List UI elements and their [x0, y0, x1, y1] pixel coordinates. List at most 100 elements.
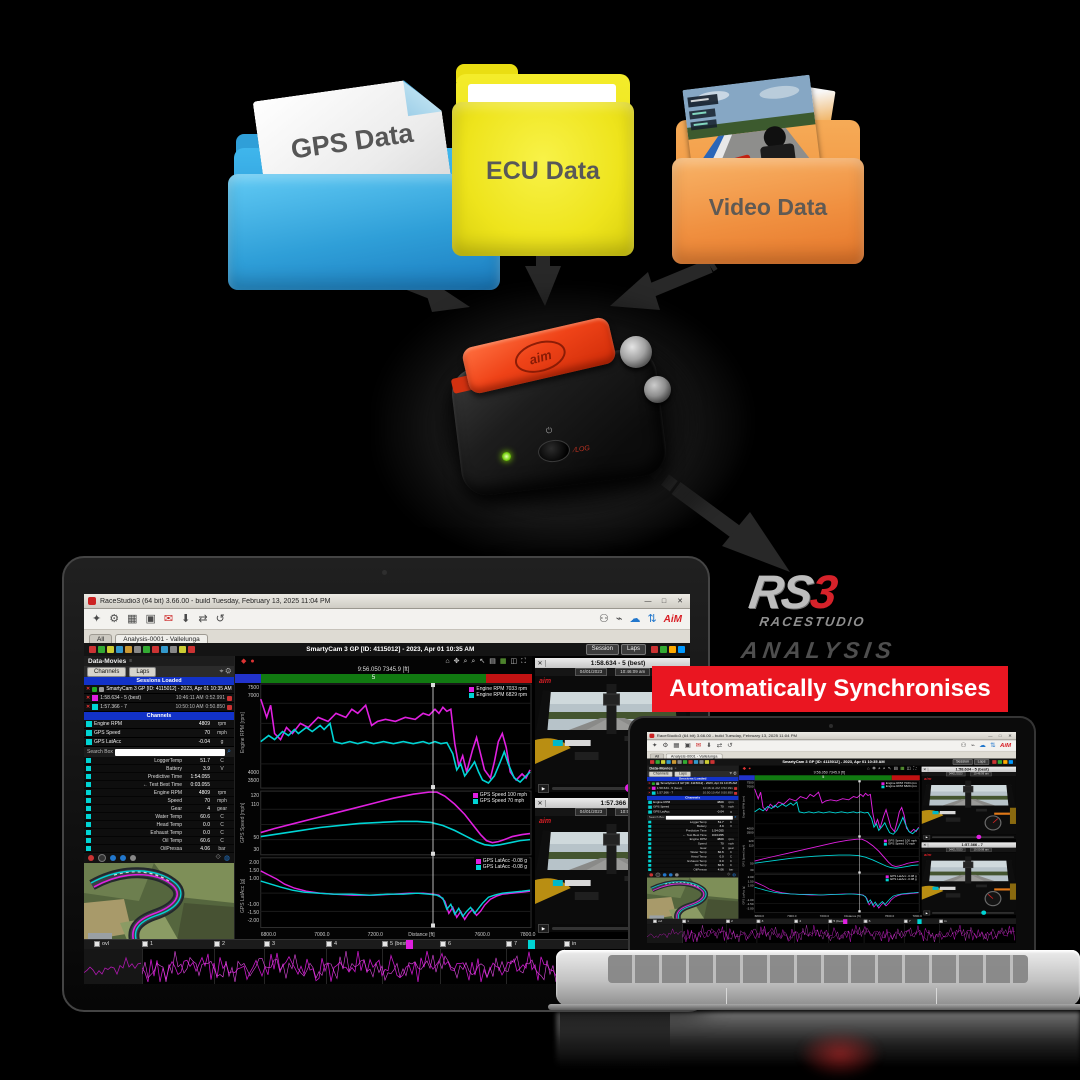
wifi-icon[interactable]: ⌁: [615, 612, 623, 625]
link-icon[interactable]: ⟐: [215, 854, 221, 861]
timeline-checkbox[interactable]: [142, 941, 148, 947]
notification-icon[interactable]: ✉: [163, 612, 174, 625]
timeline-checkbox[interactable]: [682, 919, 686, 923]
video-time-button[interactable]: 10:46:09 am: [970, 772, 992, 777]
close-lap-icon[interactable]: ✕: [86, 695, 91, 701]
laps-tab-button[interactable]: Laps: [129, 666, 157, 677]
user-icon[interactable]: ⚇: [598, 612, 609, 625]
command-icon[interactable]: [666, 760, 671, 764]
close-lap-icon[interactable]: ✕: [648, 786, 651, 790]
split-icon[interactable]: ◫: [510, 657, 518, 665]
close-session-icon[interactable]: ✕: [86, 686, 91, 692]
map-tool-icon[interactable]: [668, 873, 673, 877]
timeline-lap-label[interactable]: 3: [264, 941, 275, 947]
zoom-out-icon[interactable]: ⌕: [471, 657, 476, 665]
maximize-button[interactable]: □: [998, 733, 1002, 738]
map-tool-icon[interactable]: [649, 873, 654, 877]
close-video-icon[interactable]: ✕: [535, 659, 546, 667]
play-button[interactable]: ▶: [538, 783, 549, 793]
timeline-lap-label[interactable]: 4: [794, 919, 801, 923]
timeline-lap-label[interactable]: 1: [682, 919, 689, 923]
timeline-checkbox[interactable]: [903, 919, 908, 923]
split-icon[interactable]: ◫: [906, 766, 911, 771]
timeline-lap-label[interactable]: 6: [440, 941, 451, 947]
command-icon[interactable]: [134, 646, 141, 653]
timeline-lap-label[interactable]: 7: [903, 919, 911, 923]
timeline-lap-label[interactable]: in: [564, 941, 576, 947]
timeline-lap-label[interactable]: 5 (best): [828, 919, 845, 923]
session-row[interactable]: ✕ SmartyCam 3 GP [ID: 4115012] - 2023, A…: [647, 781, 739, 787]
grid-icon[interactable]: ▦: [900, 766, 905, 771]
timeline-checkbox[interactable]: [863, 919, 868, 923]
timeline-lap-label[interactable]: ovl: [653, 919, 662, 923]
notification-icon[interactable]: ✉: [695, 742, 702, 749]
minimize-button[interactable]: —: [988, 733, 993, 738]
timeline-checkbox[interactable]: [564, 941, 570, 947]
command-icon[interactable]: [89, 646, 96, 653]
download-icon[interactable]: ⬇: [706, 742, 712, 749]
settings-icon[interactable]: ⚙: [109, 612, 120, 625]
track-map[interactable]: [647, 877, 739, 919]
home-icon[interactable]: ⌂: [445, 657, 450, 665]
slider-handle[interactable]: [976, 834, 982, 840]
analysis-icon[interactable]: ▦: [127, 612, 138, 625]
slider-handle[interactable]: [981, 910, 987, 915]
link-icon[interactable]: ⟐: [726, 872, 731, 877]
close-video-icon[interactable]: ✕: [921, 767, 929, 772]
home-icon[interactable]: ⌂: [867, 766, 870, 771]
timeline-checkbox[interactable]: [326, 941, 332, 947]
timeline-checkbox[interactable]: [94, 941, 100, 947]
map-tool-icon[interactable]: [675, 873, 679, 877]
transfer-icon[interactable]: ⇄: [716, 742, 723, 749]
lap-progress-bar[interactable]: 5: [235, 674, 532, 684]
tab-all[interactable]: All: [89, 634, 113, 643]
folder-ecu[interactable]: ECU Data: [452, 62, 634, 260]
timeline-lap-label[interactable]: 1: [142, 941, 153, 947]
command-icon[interactable]: [682, 760, 688, 764]
layers-icon[interactable]: ▤: [893, 766, 898, 771]
timeline-lap-label[interactable]: in: [939, 919, 947, 923]
lap-progress-bar[interactable]: 5: [738, 775, 920, 781]
close-lap-icon[interactable]: ✕: [86, 704, 91, 710]
command-icon[interactable]: [655, 760, 660, 764]
map-tool-icon[interactable]: [662, 873, 667, 877]
pointer-icon[interactable]: ✦: [651, 742, 658, 749]
timeline-lap-label[interactable]: 2: [726, 919, 733, 923]
timeline-lap-label[interactable]: 3: [756, 919, 763, 923]
video-time-button[interactable]: 10:50:08 am: [970, 847, 992, 853]
close-video-icon[interactable]: ✕: [921, 843, 929, 847]
timeline-checkbox[interactable]: [828, 919, 833, 923]
timeline-lap-label[interactable]: 5 (best): [382, 941, 409, 947]
tab-all[interactable]: All: [650, 753, 665, 759]
refresh-icon[interactable]: ↺: [727, 742, 733, 749]
video-slider[interactable]: [931, 834, 1015, 840]
play-button[interactable]: ▶: [538, 923, 549, 933]
video-date-button[interactable]: 04/01/2023: [574, 668, 608, 676]
timeline-checkbox[interactable]: [264, 941, 270, 947]
zoom-in-icon[interactable]: ⌕: [878, 766, 881, 771]
command-icon[interactable]: [179, 646, 186, 653]
pan-icon[interactable]: ✥: [453, 657, 460, 665]
timeline-lap-label[interactable]: 7: [506, 941, 517, 947]
globe-icon[interactable]: ◍: [732, 873, 736, 877]
video-time-button[interactable]: 10:46:09 am: [615, 668, 651, 676]
timeline-marker-best[interactable]: [843, 919, 848, 925]
command-icons[interactable]: [650, 760, 715, 764]
